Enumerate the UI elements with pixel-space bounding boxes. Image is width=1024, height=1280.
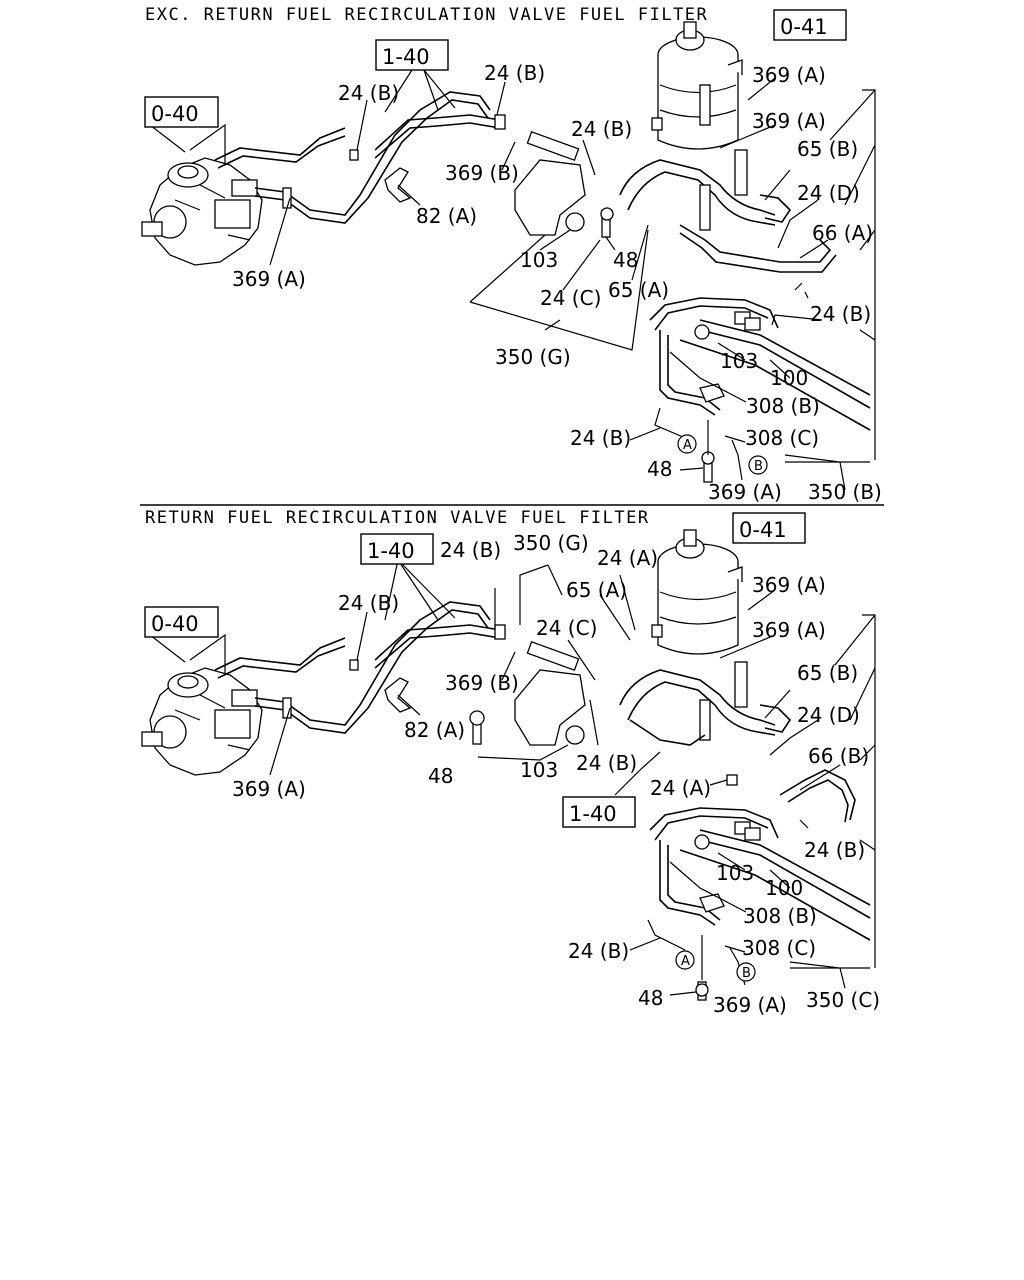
callout: 24 (C) [540, 286, 601, 310]
callout: 24 (B) [810, 302, 871, 326]
callout: 369 (A) [752, 109, 826, 133]
callout: 369 (A) [713, 993, 787, 1017]
callout: 24 (D) [797, 703, 860, 727]
callout: 369 (A) [708, 480, 782, 504]
svg-text:B: B [742, 966, 751, 981]
callout: 66 (B) [808, 744, 869, 768]
callout: 82 (A) [404, 718, 465, 742]
boxed-ref-0-41: 0-41 [732, 512, 806, 544]
svg-text:A: A [683, 438, 692, 453]
svg-text:0-41: 0-41 [739, 518, 787, 542]
callout: 48 [638, 986, 663, 1010]
callout: 24 (B) [804, 838, 865, 862]
fuel-filter [651, 21, 743, 150]
callout: 24 (B) [576, 751, 637, 775]
callout: 369 (B) [445, 161, 519, 185]
callout: 24 (B) [484, 61, 545, 85]
callout: 66 (A) [812, 221, 873, 245]
callout: 103 [720, 349, 758, 373]
fuel-filter [651, 529, 743, 655]
boxed-ref-1-40: 1-40 [360, 533, 434, 565]
svg-text:0-40: 0-40 [151, 612, 199, 636]
injection-pump [141, 157, 263, 266]
callout: 100 [770, 366, 808, 390]
leader-lines [149, 559, 876, 996]
leader-lines [149, 69, 876, 491]
callout: 65 (B) [797, 661, 858, 685]
callout: 369 (A) [752, 618, 826, 642]
callout: 308 (C) [742, 936, 816, 960]
callout: 369 (A) [752, 63, 826, 87]
callout: 24 (B) [570, 426, 631, 450]
callout: 24 (A) [597, 546, 658, 570]
callout: 24 (B) [338, 81, 399, 105]
callout: 100 [765, 876, 803, 900]
circled-ref-b: B [748, 455, 768, 475]
section-exc-return-valve: EXC. RETURN FUEL RECIRCULATION VALVE FUE… [141, 5, 882, 504]
callout: 82 (A) [416, 204, 477, 228]
callout: 24 (B) [338, 591, 399, 615]
callout: 350 (C) [806, 988, 880, 1012]
circled-ref-b: B [736, 962, 756, 982]
callout: 308 (C) [745, 426, 819, 450]
svg-text:0-41: 0-41 [780, 15, 828, 39]
svg-text:1-40: 1-40 [569, 802, 617, 826]
section-title: EXC. RETURN FUEL RECIRCULATION VALVE FUE… [145, 5, 708, 25]
callout: 103 [520, 758, 558, 782]
callout: 24 (B) [440, 538, 501, 562]
callout: 24 (A) [650, 776, 711, 800]
callout: 65 (A) [566, 578, 627, 602]
svg-text:A: A [681, 954, 690, 969]
callout: 65 (A) [608, 278, 669, 302]
callout: 350 (G) [513, 531, 589, 555]
callout: 48 [428, 764, 453, 788]
section-return-valve: RETURN FUEL RECIRCULATION VALVE FUEL FIL… [141, 508, 880, 1017]
svg-text:0-40: 0-40 [151, 102, 199, 126]
callout: 369 (A) [232, 777, 306, 801]
svg-text:B: B [754, 459, 763, 474]
callout: 48 [613, 248, 638, 272]
callout: 350 (G) [495, 345, 571, 369]
boxed-ref-1-40: 1-40 [375, 39, 449, 71]
callout: 24 (B) [571, 117, 632, 141]
callout: 308 (B) [746, 394, 820, 418]
callout: 24 (B) [568, 939, 629, 963]
callout: 103 [716, 861, 754, 885]
section-title: RETURN FUEL RECIRCULATION VALVE FUEL FIL… [145, 508, 650, 528]
boxed-ref-0-41: 0-41 [773, 9, 847, 41]
callout: 24 (C) [536, 616, 597, 640]
callout: 24 (D) [797, 181, 860, 205]
callout: 369 (A) [752, 573, 826, 597]
boxed-ref-1-40-lower: 1-40 [562, 796, 636, 828]
callout: 369 (A) [232, 267, 306, 291]
circled-ref-a: A [677, 434, 697, 454]
boxed-ref-0-40: 0-40 [144, 606, 219, 638]
boxed-ref-0-40: 0-40 [144, 96, 219, 128]
callout: 350 (B) [808, 480, 882, 504]
callout: 369 (B) [445, 671, 519, 695]
circled-ref-a: A [675, 950, 695, 970]
callout: 48 [647, 457, 672, 481]
callout: 308 (B) [743, 904, 817, 928]
callout: 103 [520, 248, 558, 272]
svg-text:1-40: 1-40 [382, 45, 430, 69]
svg-text:1-40: 1-40 [367, 539, 415, 563]
callout: 65 (B) [797, 137, 858, 161]
injection-pump [141, 667, 263, 776]
